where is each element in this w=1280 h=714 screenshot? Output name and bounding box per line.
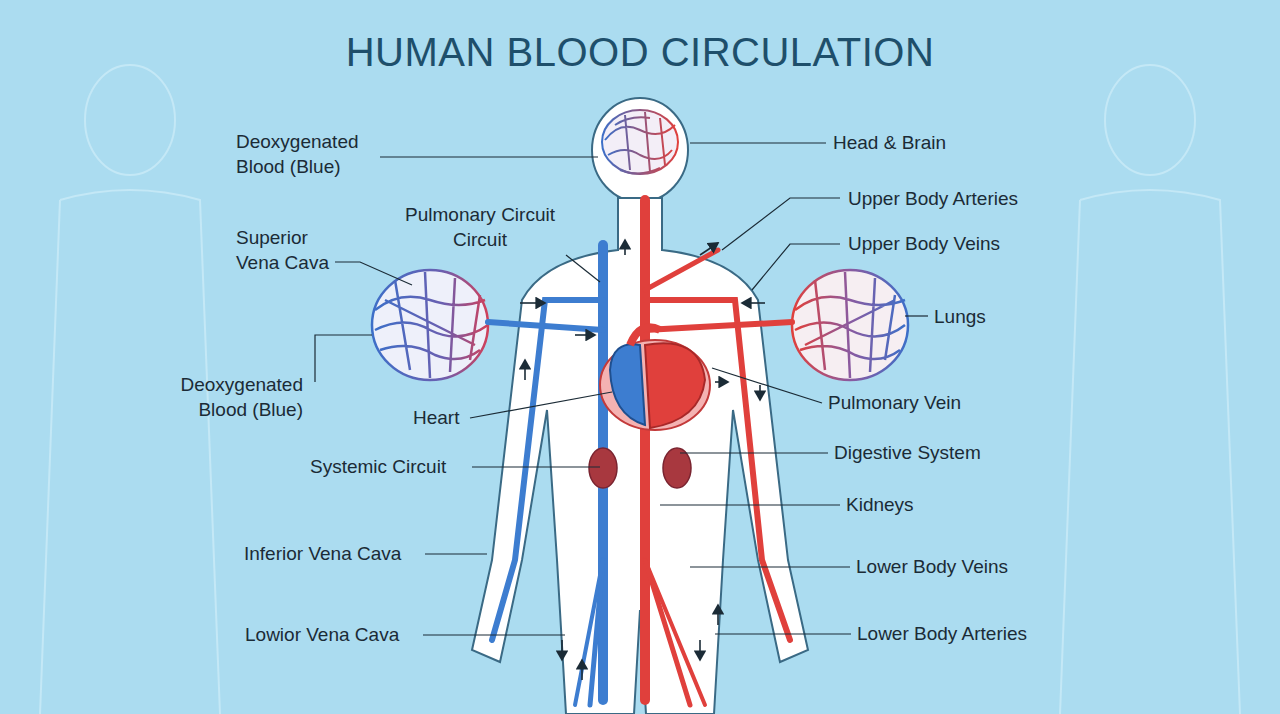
part-label: Lungs (934, 304, 986, 329)
part-label: Lowior Vena Cava (245, 622, 399, 647)
part-label: Deoxygenated Blood (Blue) (236, 129, 386, 179)
background-silhouette (40, 65, 1240, 714)
diagram-title: HUMAN BLOOD CIRCULATION (0, 30, 1280, 75)
part-label: Systemic Circuit (310, 454, 446, 479)
part-label: Upper Body Arteries (848, 186, 1018, 211)
part-label: Digestive System (834, 440, 981, 465)
kidneys-illustration (589, 448, 691, 488)
part-label: Superior Vena Cava (236, 225, 346, 275)
part-label: Pulmonary Circuit Circuit (390, 202, 570, 252)
part-label: Inferior Vena Cava (244, 541, 401, 566)
flow-arrows (520, 240, 765, 680)
heart-illustration (600, 327, 710, 430)
part-label: Lower Body Veins (856, 554, 1008, 579)
part-label: Deoxygenated Blood (Blue) (153, 372, 303, 422)
body-outline (472, 98, 808, 714)
part-label: Pulmonary Vein (828, 390, 961, 415)
part-label: Heart (413, 405, 459, 430)
part-label: Kidneys (846, 492, 914, 517)
brain-network (602, 110, 678, 174)
veins (488, 245, 603, 705)
part-label: Upper Body Veins (848, 231, 1000, 256)
part-label: Lower Body Arteries (857, 621, 1027, 646)
part-label: Head & Brain (833, 130, 946, 155)
leader-lines (315, 143, 928, 635)
